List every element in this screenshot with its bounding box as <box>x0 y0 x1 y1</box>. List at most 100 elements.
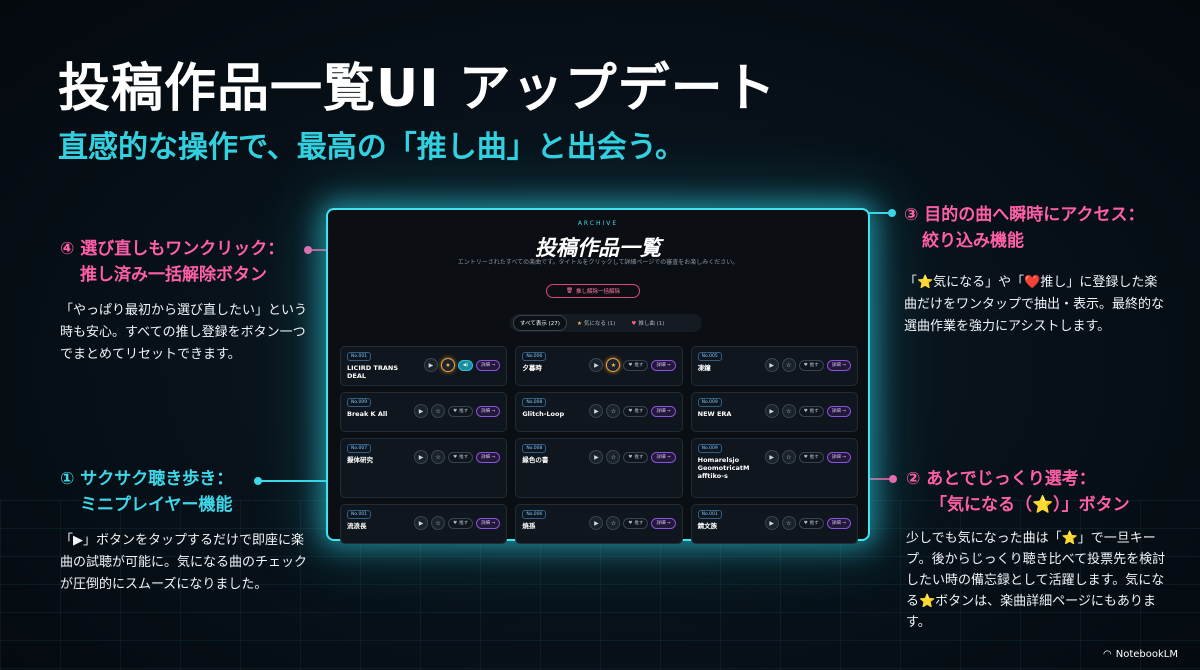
page-subtitle: 直感的な操作で、最高の「推し曲」と出会う。 <box>58 130 685 165</box>
song-title[interactable]: Break K All <box>347 410 388 418</box>
entry-number-tag: No.009 <box>347 398 372 407</box>
play-icon[interactable]: ▶ <box>589 516 604 530</box>
entry-number-tag: No.005 <box>697 352 722 361</box>
play-icon[interactable]: ▶ <box>589 450 604 464</box>
play-icon[interactable]: ▶ <box>414 404 429 418</box>
star-icon[interactable]: ☆ <box>431 516 446 530</box>
oshi-pill[interactable]: ♥ 推す <box>798 517 824 529</box>
star-icon[interactable]: ☆ <box>781 358 796 372</box>
detail-button[interactable]: 詳細 → <box>651 405 676 417</box>
star-icon[interactable]: ★ <box>440 358 455 372</box>
tab-oshi-label: 推し曲 (1) <box>638 321 665 327</box>
oshi-label: 推す <box>634 409 644 414</box>
detail-button[interactable]: 詳細 → <box>476 451 501 463</box>
oshi-pill[interactable]: ♥ 推す <box>448 517 474 529</box>
play-icon[interactable]: ▶ <box>764 358 779 372</box>
star-icon[interactable]: ★ <box>606 358 621 372</box>
play-icon[interactable]: ▶ <box>423 358 438 372</box>
annotation-3-head-2: 絞り込み機能 <box>922 231 1024 251</box>
oshi-label: 推す <box>459 409 469 414</box>
song-title[interactable]: 擬体研究 <box>347 456 373 464</box>
detail-button[interactable]: 詳細 → <box>651 359 676 371</box>
oshi-pill[interactable]: ♥ 推す <box>448 405 474 417</box>
oshi-pill[interactable]: ♥ 推す <box>623 359 649 371</box>
song-card[interactable]: No.008 縁色の書 ▶☆♥ 推す詳細 → <box>515 438 683 498</box>
song-title[interactable]: 凍鐘 <box>697 364 711 372</box>
oshi-pill[interactable]: ♥ 推す <box>623 517 649 529</box>
detail-button[interactable]: 詳細 → <box>476 517 501 529</box>
star-icon: ★ <box>576 321 582 327</box>
play-icon[interactable]: ▶ <box>414 516 429 530</box>
song-card[interactable]: No.001 錆文族 ▶☆♥ 推す詳細 → <box>690 504 858 544</box>
song-title[interactable]: 縁色の書 <box>522 456 549 464</box>
play-icon[interactable]: ▶ <box>764 516 779 530</box>
mini-player-pill[interactable]: ◀) <box>457 359 474 371</box>
star-icon[interactable]: ☆ <box>781 404 796 418</box>
star-icon[interactable]: ☆ <box>431 404 446 418</box>
song-title[interactable]: 錆文族 <box>697 522 718 530</box>
detail-button[interactable]: 詳細 → <box>476 405 501 417</box>
oshi-pill[interactable]: ♥ 推す <box>448 451 474 463</box>
play-icon[interactable]: ▶ <box>589 358 604 372</box>
song-title[interactable]: 夕暮時 <box>522 364 542 372</box>
song-title[interactable]: Homarelsjo GeomotricatM afftiko-s <box>697 456 750 480</box>
entry-number-tag: No.008 <box>522 444 547 453</box>
star-icon[interactable]: ☆ <box>431 450 446 464</box>
song-title[interactable]: 流浪長 <box>347 522 367 530</box>
oshi-pill[interactable]: ♥ 推す <box>798 405 824 417</box>
page-title: 投稿作品一覧UI アップデート <box>58 59 777 119</box>
detail-button[interactable]: 詳細 → <box>826 359 851 371</box>
song-title[interactable]: 焼孫 <box>522 522 536 530</box>
star-icon[interactable]: ☆ <box>606 516 621 530</box>
detail-button[interactable]: 詳細 → <box>826 405 851 417</box>
play-icon[interactable]: ▶ <box>589 404 604 418</box>
play-icon[interactable]: ▶ <box>764 404 779 418</box>
entry-number-tag: No.001 <box>697 510 722 519</box>
annotation-bulk-reset-heading: ④ 選び直しもワンクリック： 推し済み一括解除ボタン <box>60 236 310 288</box>
star-icon[interactable]: ☆ <box>781 450 796 464</box>
detail-button[interactable]: 詳細 → <box>476 359 501 371</box>
song-title[interactable]: NEW ERA <box>697 410 732 418</box>
song-title[interactable]: LICIRD TRANS DEAL <box>347 364 399 380</box>
annotation-favorite-heading: ② あとでじっくり選考： 「気になる（⭐）」ボタン <box>906 466 1168 518</box>
archive-label: ARCHIVE <box>577 220 619 227</box>
oshi-pill[interactable]: ♥ 推す <box>623 451 649 463</box>
card-controls: ▶☆♥ 推す詳細 → <box>589 450 676 464</box>
tab-oshi[interactable]: ♥推し曲 (1) <box>625 316 670 330</box>
oshi-pill[interactable]: ♥ 推す <box>798 451 824 463</box>
song-card[interactable]: No.005 凍鐘 ▶☆♥ 推す詳細 → <box>690 346 858 386</box>
annotation-1-head-2: ミニプレイヤー機能 <box>80 495 233 515</box>
annotation-3-body: 「⭐気になる」や「❤️推し」に登録した楽曲だけをワンタップで抽出・表示。最終的な… <box>904 275 1165 334</box>
notebooklm-logo-icon: ◠ <box>1103 649 1112 660</box>
detail-button[interactable]: 詳細 → <box>651 517 676 529</box>
detail-button[interactable]: 詳細 → <box>826 517 851 529</box>
star-icon[interactable]: ☆ <box>606 450 621 464</box>
card-controls: ▶☆♥ 推す詳細 → <box>589 404 676 418</box>
tab-all[interactable]: すべて表示 (27) <box>513 315 567 331</box>
bulk-reset-button[interactable]: 🗑 推し解除一括解除 <box>546 284 640 298</box>
archive-title: 投稿作品一覧 <box>535 236 661 260</box>
detail-button[interactable]: 詳細 → <box>651 451 676 463</box>
oshi-pill[interactable]: ♥ 推す <box>623 405 649 417</box>
oshi-pill[interactable]: ♥ 推す <box>798 359 824 371</box>
filter-tabs: すべて表示 (27) ★気になる (1) ♥推し曲 (1) <box>510 314 702 332</box>
detail-button[interactable]: 詳細 → <box>826 451 851 463</box>
tab-favorite-label: 気になる (1) <box>583 321 616 327</box>
play-icon[interactable]: ▶ <box>414 450 429 464</box>
tab-favorite[interactable]: ★気になる (1) <box>571 316 621 330</box>
notebooklm-watermark: ◠ NotebookLM <box>1103 649 1178 660</box>
play-icon[interactable]: ▶ <box>764 450 779 464</box>
star-icon[interactable]: ☆ <box>781 516 796 530</box>
song-title[interactable]: Glitch-Loop <box>522 410 565 418</box>
star-icon[interactable]: ☆ <box>606 404 621 418</box>
